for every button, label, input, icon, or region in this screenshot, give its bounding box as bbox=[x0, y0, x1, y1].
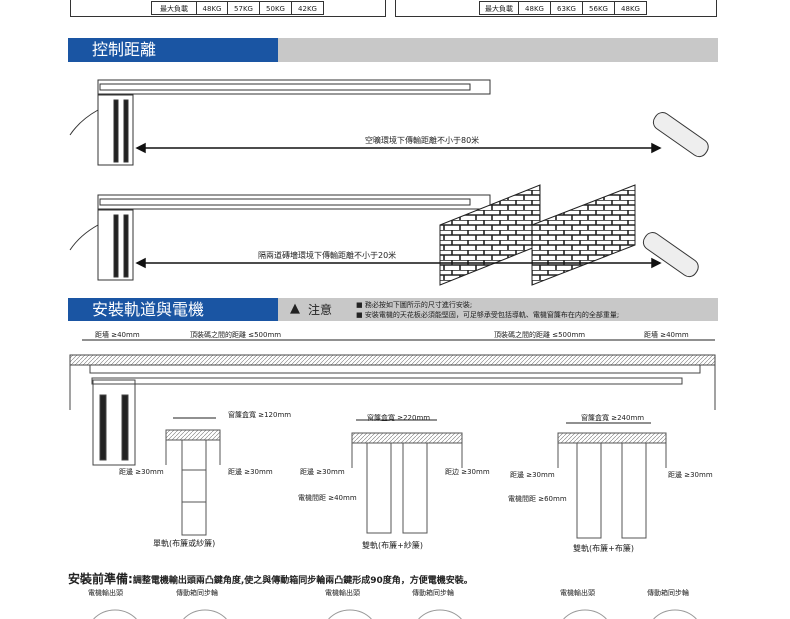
prep-arcs bbox=[93, 609, 697, 619]
box-width: 窗簾盒寬 ≥240mm bbox=[581, 414, 645, 422]
load-value: 42KG bbox=[291, 1, 324, 15]
cross-section-single bbox=[165, 417, 221, 536]
prep-title: 安裝前準備: bbox=[68, 572, 133, 586]
box-width: 窗簾盒寬 ≥120mm bbox=[228, 411, 292, 419]
prep-label: 傳動箱同步輪 bbox=[412, 589, 454, 597]
dim-bracket-right: 頂裝碼之間的距離 ≤500mm bbox=[494, 331, 586, 339]
note-text: 務必按如下圖所示的尺寸進行安裝; bbox=[364, 301, 473, 309]
brick-wall-icon bbox=[531, 184, 636, 286]
dim-wall-right: 距墻 ≥40mm bbox=[644, 331, 689, 339]
ceiling-track bbox=[69, 339, 716, 466]
remote-control-icon bbox=[652, 112, 709, 158]
section-title-control-distance: 控制距離 bbox=[68, 38, 278, 62]
section-title-install: 安裝軌道與電機 bbox=[68, 298, 278, 321]
caption-double-1: 雙軌(布簾+紗簾) bbox=[362, 541, 423, 550]
dim-bracket-left: 頂裝碼之間的距離 ≤500mm bbox=[190, 331, 282, 339]
warning-icon: ▲ bbox=[290, 301, 300, 316]
prep-label: 傳動箱同步輪 bbox=[176, 589, 218, 597]
prep-label: 電機輸出頭 bbox=[88, 589, 123, 597]
remote-control-icon bbox=[642, 232, 699, 278]
dim-wall-left: 距墻 ≥40mm bbox=[95, 331, 140, 339]
box-width: 窗簾盒寬 ≥220mm bbox=[367, 414, 431, 422]
cross-section-double-2 bbox=[557, 422, 667, 539]
motor-gap: 電機間距 ≥40mm bbox=[298, 494, 357, 502]
curtain-track-open bbox=[69, 79, 491, 166]
distance-open-label: 空曠環境下傳輸距離不小于80米 bbox=[365, 135, 480, 146]
edge-left: 距邊 ≥30mm bbox=[119, 468, 164, 476]
load-value: 48KG bbox=[614, 1, 647, 15]
note-text: 安裝電機的天花板必須能堅固，可足够承受包括導軌、電機窗簾布在内的全部重量; bbox=[364, 311, 620, 319]
edge-left: 距邊 ≥30mm bbox=[510, 471, 555, 479]
prep-label: 傳動箱同步輪 bbox=[647, 589, 689, 597]
edge-right: 距邊 ≥30mm bbox=[228, 468, 273, 476]
cross-section-double-1 bbox=[351, 419, 463, 534]
arrow-walls bbox=[135, 257, 662, 269]
prep-label: 電機輸出頭 bbox=[325, 589, 360, 597]
warning-label: 注意 bbox=[308, 303, 333, 317]
motor-gap: 電機間距 ≥60mm bbox=[508, 495, 567, 503]
load-table-right: 最大負載 48KG 63KG 56KG 48KG bbox=[395, 0, 717, 17]
header-bar bbox=[278, 38, 718, 62]
load-table-left: 最大負載 48KG 57KG 50KG 42KG bbox=[70, 0, 386, 17]
edge-right: 距邊 ≥30mm bbox=[668, 471, 713, 479]
warning-bar: ▲ 注意 ■ 務必按如下圖所示的尺寸進行安裝; ■ 安裝電機的天花板必須能堅固，… bbox=[278, 298, 718, 321]
distance-walls-label: 隔兩道磚墻環境下傳輸距離不小于20米 bbox=[258, 250, 397, 261]
edge-left: 距邊 ≥30mm bbox=[300, 468, 345, 476]
note-item: ■ 務必按如下圖所示的尺寸進行安裝; bbox=[356, 301, 473, 309]
edge-right: 距边 ≥30mm bbox=[445, 468, 490, 476]
curtain-track-walls bbox=[69, 194, 491, 281]
prep-label: 電機輸出頭 bbox=[560, 589, 595, 597]
caption-double-2: 雙軌(布簾+布簾) bbox=[573, 544, 634, 553]
prep-text: 調整電機輸出頭兩凸鍵角度,使之與傳動箱同步輪兩凸鍵形成90度角，方便電機安裝。 bbox=[132, 576, 473, 586]
prep-instruction: 安裝前準備:調整電機輸出頭兩凸鍵角度,使之與傳動箱同步輪兩凸鍵形成90度角，方便… bbox=[68, 568, 473, 587]
arrow-open bbox=[135, 142, 662, 154]
note-item: ■ 安裝電機的天花板必須能堅固，可足够承受包括導軌、電機窗簾布在内的全部重量; bbox=[356, 311, 620, 319]
caption-single: 單軌(布簾或紗簾) bbox=[153, 539, 216, 548]
